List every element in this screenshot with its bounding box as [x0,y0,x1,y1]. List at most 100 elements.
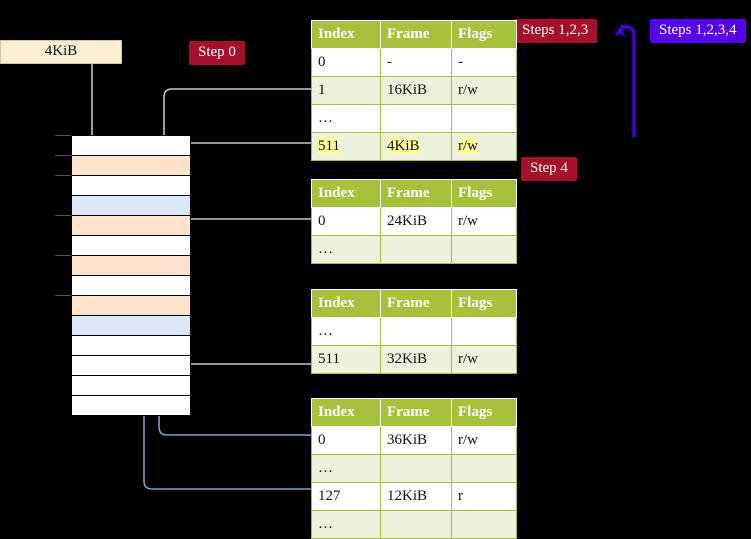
memory-frame-row[interactable] [71,335,191,356]
diagram-canvas: 4KiB Step 0 Steps 1,2,3 Steps 1,2,3,4 St… [0,19,746,539]
page-size-box: 4KiB [0,40,122,64]
cell-index: … [311,510,381,539]
column-header-index: Index [311,179,381,208]
cell-index: … [311,104,381,133]
cell-flags: r/w [451,426,517,455]
memory-frame-row[interactable] [71,255,191,276]
cell-frame: 32KiB [380,345,452,374]
column-header-index: Index [311,289,381,318]
table-row[interactable]: … [311,104,517,133]
pt-table: Index Frame Flags 0 36KiB r/w … 127 12Ki… [311,398,517,539]
memory-frame-row[interactable] [71,235,191,256]
column-header-flags: Flags [451,20,517,49]
cell-index: 511 [311,345,381,374]
cell-flags [451,104,517,133]
table-row[interactable]: 511 32KiB r/w [311,345,517,374]
cell-flags: r/w [451,132,517,161]
cell-index: 0 [311,207,381,236]
cell-flags: - [451,48,517,77]
cell-index: … [311,317,381,346]
cell-flags [451,454,517,483]
table-row[interactable]: 0 24KiB r/w [311,207,517,236]
cell-flags: r/w [451,207,517,236]
table-header-row: Index Frame Flags [311,20,517,49]
table-row[interactable]: 511 4KiB r/w [311,132,517,161]
wire-pdpt-to-memory [177,218,311,256]
column-header-flags: Flags [451,398,517,427]
memory-tick-mark [55,155,71,156]
table-row[interactable]: 0 - - [311,48,517,77]
memory-tick-mark [55,295,71,296]
column-header-frame: Frame [380,289,452,318]
cell-index: 0 [311,426,381,455]
cell-frame [380,317,452,346]
cell-frame [380,104,452,133]
column-header-frame: Frame [380,20,452,49]
memory-tick-mark [55,175,71,176]
step-0-label: Step 0 [198,44,236,60]
wire-steps-bracket [614,25,636,137]
cell-frame: 12KiB [380,482,452,511]
memory-frame-row[interactable] [71,215,191,236]
cell-index: 0 [311,48,381,77]
page-size-label: 4KiB [44,43,78,59]
memory-frame-row[interactable] [71,175,191,196]
steps-1234-label: Steps 1,2,3,4 [659,22,737,38]
table-row[interactable]: … [311,235,517,264]
memory-frame-row[interactable] [71,355,191,376]
wire-memory-to-pml4 [171,142,311,164]
memory-frame-row[interactable] [71,295,191,316]
memory-frame-row[interactable] [71,155,191,176]
cell-frame [380,510,452,539]
wire-pd-to-memory [171,314,311,365]
pd-table: Index Frame Flags … 511 32KiB r/w [311,289,517,374]
cell-frame: 4KiB [380,132,452,161]
table-row[interactable]: … [311,454,517,483]
table-row[interactable]: … [311,317,517,346]
cell-flags [451,317,517,346]
memory-frame-row[interactable] [71,395,191,416]
memory-tick-mark [55,255,71,256]
table-header-row: Index Frame Flags [311,179,517,208]
cell-flags: r/w [451,345,517,374]
table-row[interactable]: … [311,510,517,539]
table-row[interactable]: 0 36KiB r/w [311,426,517,455]
cell-frame: 36KiB [380,426,452,455]
memory-tick-mark [55,215,71,216]
column-header-frame: Frame [380,179,452,208]
steps-123-label: Steps 1,2,3 [522,22,589,38]
cell-frame-text: 4KiB [387,137,420,154]
memory-frame-row[interactable] [71,315,191,336]
pml4-table: Index Frame Flags 0 - - 1 16KiB r/w … [311,20,517,161]
memory-frame-row[interactable] [71,375,191,396]
steps-1234-badge[interactable]: Steps 1,2,3,4 [650,19,746,43]
table-row[interactable]: 1 16KiB r/w [311,76,517,105]
cell-frame [380,454,452,483]
steps-123-badge[interactable]: Steps 1,2,3 [513,19,598,43]
cell-index: … [311,235,381,264]
column-header-flags: Flags [451,289,517,318]
cell-flags-text: r/w [458,137,478,154]
physical-memory-column [71,135,191,416]
cell-frame: 24KiB [380,207,452,236]
cell-flags: r [451,482,517,511]
memory-tick-mark [55,135,71,136]
cell-flags [451,510,517,539]
step-4-label: Step 4 [530,160,568,176]
cell-frame [380,235,452,264]
column-header-index: Index [311,20,381,49]
column-header-index: Index [311,398,381,427]
step-4-badge[interactable]: Step 4 [521,157,577,181]
cell-index: … [311,454,381,483]
column-header-flags: Flags [451,179,517,208]
memory-frame-row[interactable] [71,195,191,216]
table-header-row: Index Frame Flags [311,398,517,427]
memory-frame-row[interactable] [71,275,191,296]
step-0-badge[interactable]: Step 0 [189,41,245,65]
cell-index: 127 [311,482,381,511]
memory-frame-row[interactable] [71,135,191,156]
table-row[interactable]: 127 12KiB r [311,482,517,511]
cell-frame: 16KiB [380,76,452,105]
table-header-row: Index Frame Flags [311,289,517,318]
cell-frame: - [380,48,452,77]
